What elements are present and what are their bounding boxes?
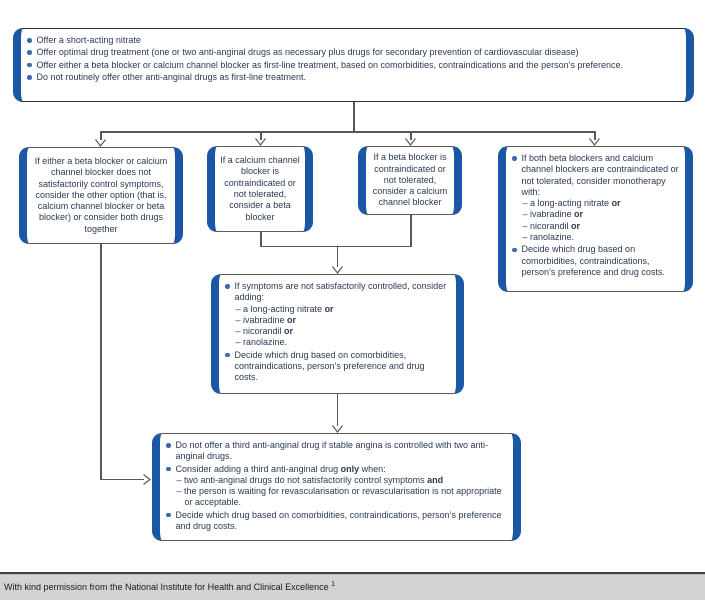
bullet-text: Decide which drug based on comorbidities…: [175, 509, 502, 532]
bullet-icon: [27, 38, 32, 43]
box-third-anti-anginal-drug: Do not offer a third anti-anginal drug i…: [152, 433, 521, 541]
dash-item: – nicorandil or: [235, 326, 294, 337]
bullet-text: Decide which drug based on comorbidities…: [521, 244, 665, 277]
box-text: If a beta blocker is contraindicated or …: [372, 152, 448, 208]
connector-merge-stem: [336, 246, 338, 267]
bullet-item: Offer a short-acting nitrate: [27, 35, 680, 46]
bullet-text: Do not offer a third anti-anginal drug i…: [175, 440, 489, 462]
bullet-icon: [225, 284, 230, 289]
connector-drop-3: [410, 131, 412, 140]
bullet-text: Do not routinely offer other anti-angina…: [36, 71, 306, 82]
dash-item: – two anti-anginal drugs do not satisfac…: [176, 474, 444, 485]
footer-divider: [0, 572, 705, 574]
bullet-icon: [166, 443, 171, 448]
connector-ccb-down: [260, 232, 262, 247]
dash-item: – a long-acting nitrate or: [235, 303, 334, 314]
bullet-item: Do not routinely offer other anti-angina…: [27, 72, 680, 83]
arrow-right-icon: [143, 473, 151, 485]
bullet-icon: [27, 50, 32, 55]
connector-top-branch: [100, 131, 596, 133]
bullet-item: Consider adding a third anti-anginal dru…: [166, 464, 507, 509]
arrow-down-icon: [331, 425, 343, 433]
box-symptoms-not-controlled: If symptoms are not satisfactorily contr…: [211, 274, 464, 394]
arrow-down-icon: [331, 266, 343, 274]
connector-merge: [260, 245, 412, 247]
arrow-down-icon: [589, 138, 600, 146]
bullet-item: Do not offer a third anti-anginal drug i…: [166, 440, 507, 463]
bullet-item: If symptoms are not satisfactorily contr…: [225, 281, 450, 349]
bullet-icon: [166, 466, 171, 472]
arrow-down-icon: [255, 138, 266, 146]
box-bb-contraindicated: If a beta blocker is contraindicated or …: [358, 146, 462, 215]
box-text: If a calcium channel blocker is contrain…: [220, 155, 300, 222]
arrow-down-icon: [95, 139, 106, 147]
connector-drop-2: [260, 131, 262, 140]
dash-item: – a long-acting nitrate or: [522, 198, 621, 209]
bullet-icon: [225, 352, 230, 358]
dash-item: – ranolazine.: [235, 337, 288, 348]
connector-drop-4: [594, 131, 596, 140]
bullet-icon: [27, 75, 32, 80]
box-first-line-treatment: Offer a short-acting nitrate Offer optim…: [13, 28, 694, 102]
footer-attribution: With kind permission from the National I…: [4, 581, 336, 592]
box-ccb-contraindicated: If a calcium channel blocker is contrain…: [207, 146, 313, 232]
connector-left-long-vertical: [100, 244, 102, 480]
connector-top-stem: [353, 102, 355, 132]
dash-item: – the person is waiting for revascularis…: [176, 486, 502, 508]
bullet-text: Offer a short-acting nitrate: [36, 35, 141, 45]
bullet-text: Offer optimal drug treatment (one or two…: [36, 47, 579, 58]
box-either-blocker-not-controlled: If either a beta blocker or calcium chan…: [19, 147, 183, 244]
bullet-icon: [512, 156, 517, 161]
arrow-down-icon: [405, 138, 416, 146]
bullet-item: Decide which drug based on comorbidities…: [512, 244, 679, 278]
dash-item: – ivabradine or: [235, 314, 297, 325]
bullet-text: Consider adding a third anti-anginal dru…: [176, 464, 508, 509]
bullet-item: Decide which drug based on comorbidities…: [225, 350, 450, 384]
bullet-icon: [27, 62, 32, 68]
connector-bb-down: [410, 215, 412, 247]
box-both-contraindicated: If both beta blockers and calcium channe…: [498, 146, 693, 292]
footer-band: [0, 574, 705, 600]
bullet-text: Offer either a beta blocker or calcium c…: [36, 59, 623, 70]
box-text: If either a beta blocker or calcium chan…: [34, 155, 168, 234]
connector-drop-1: [100, 131, 102, 140]
bullet-icon: [512, 247, 517, 253]
bullet-text: Decide which drug based on comorbidities…: [234, 349, 425, 383]
bullet-text: If symptoms are not satisfactorily contr…: [235, 281, 451, 349]
connector-mid-to-bottom: [336, 394, 338, 426]
bullet-icon: [166, 512, 171, 518]
bullet-item: Offer optimal drug treatment (one or two…: [27, 47, 680, 58]
dash-item: – ranolazine.: [522, 232, 575, 243]
dash-item: – nicorandil or: [522, 220, 581, 231]
bullet-item: If both beta blockers and calcium channe…: [512, 153, 679, 243]
footnote-reference: 1: [331, 581, 336, 588]
dash-item: – ivabradine or: [522, 209, 584, 220]
bullet-text: If both beta blockers and calcium channe…: [521, 153, 679, 243]
connector-left-long-horizontal: [100, 478, 144, 480]
bullet-item: Offer either a beta blocker or calcium c…: [27, 60, 680, 71]
bullet-item: Decide which drug based on comorbidities…: [166, 510, 507, 533]
